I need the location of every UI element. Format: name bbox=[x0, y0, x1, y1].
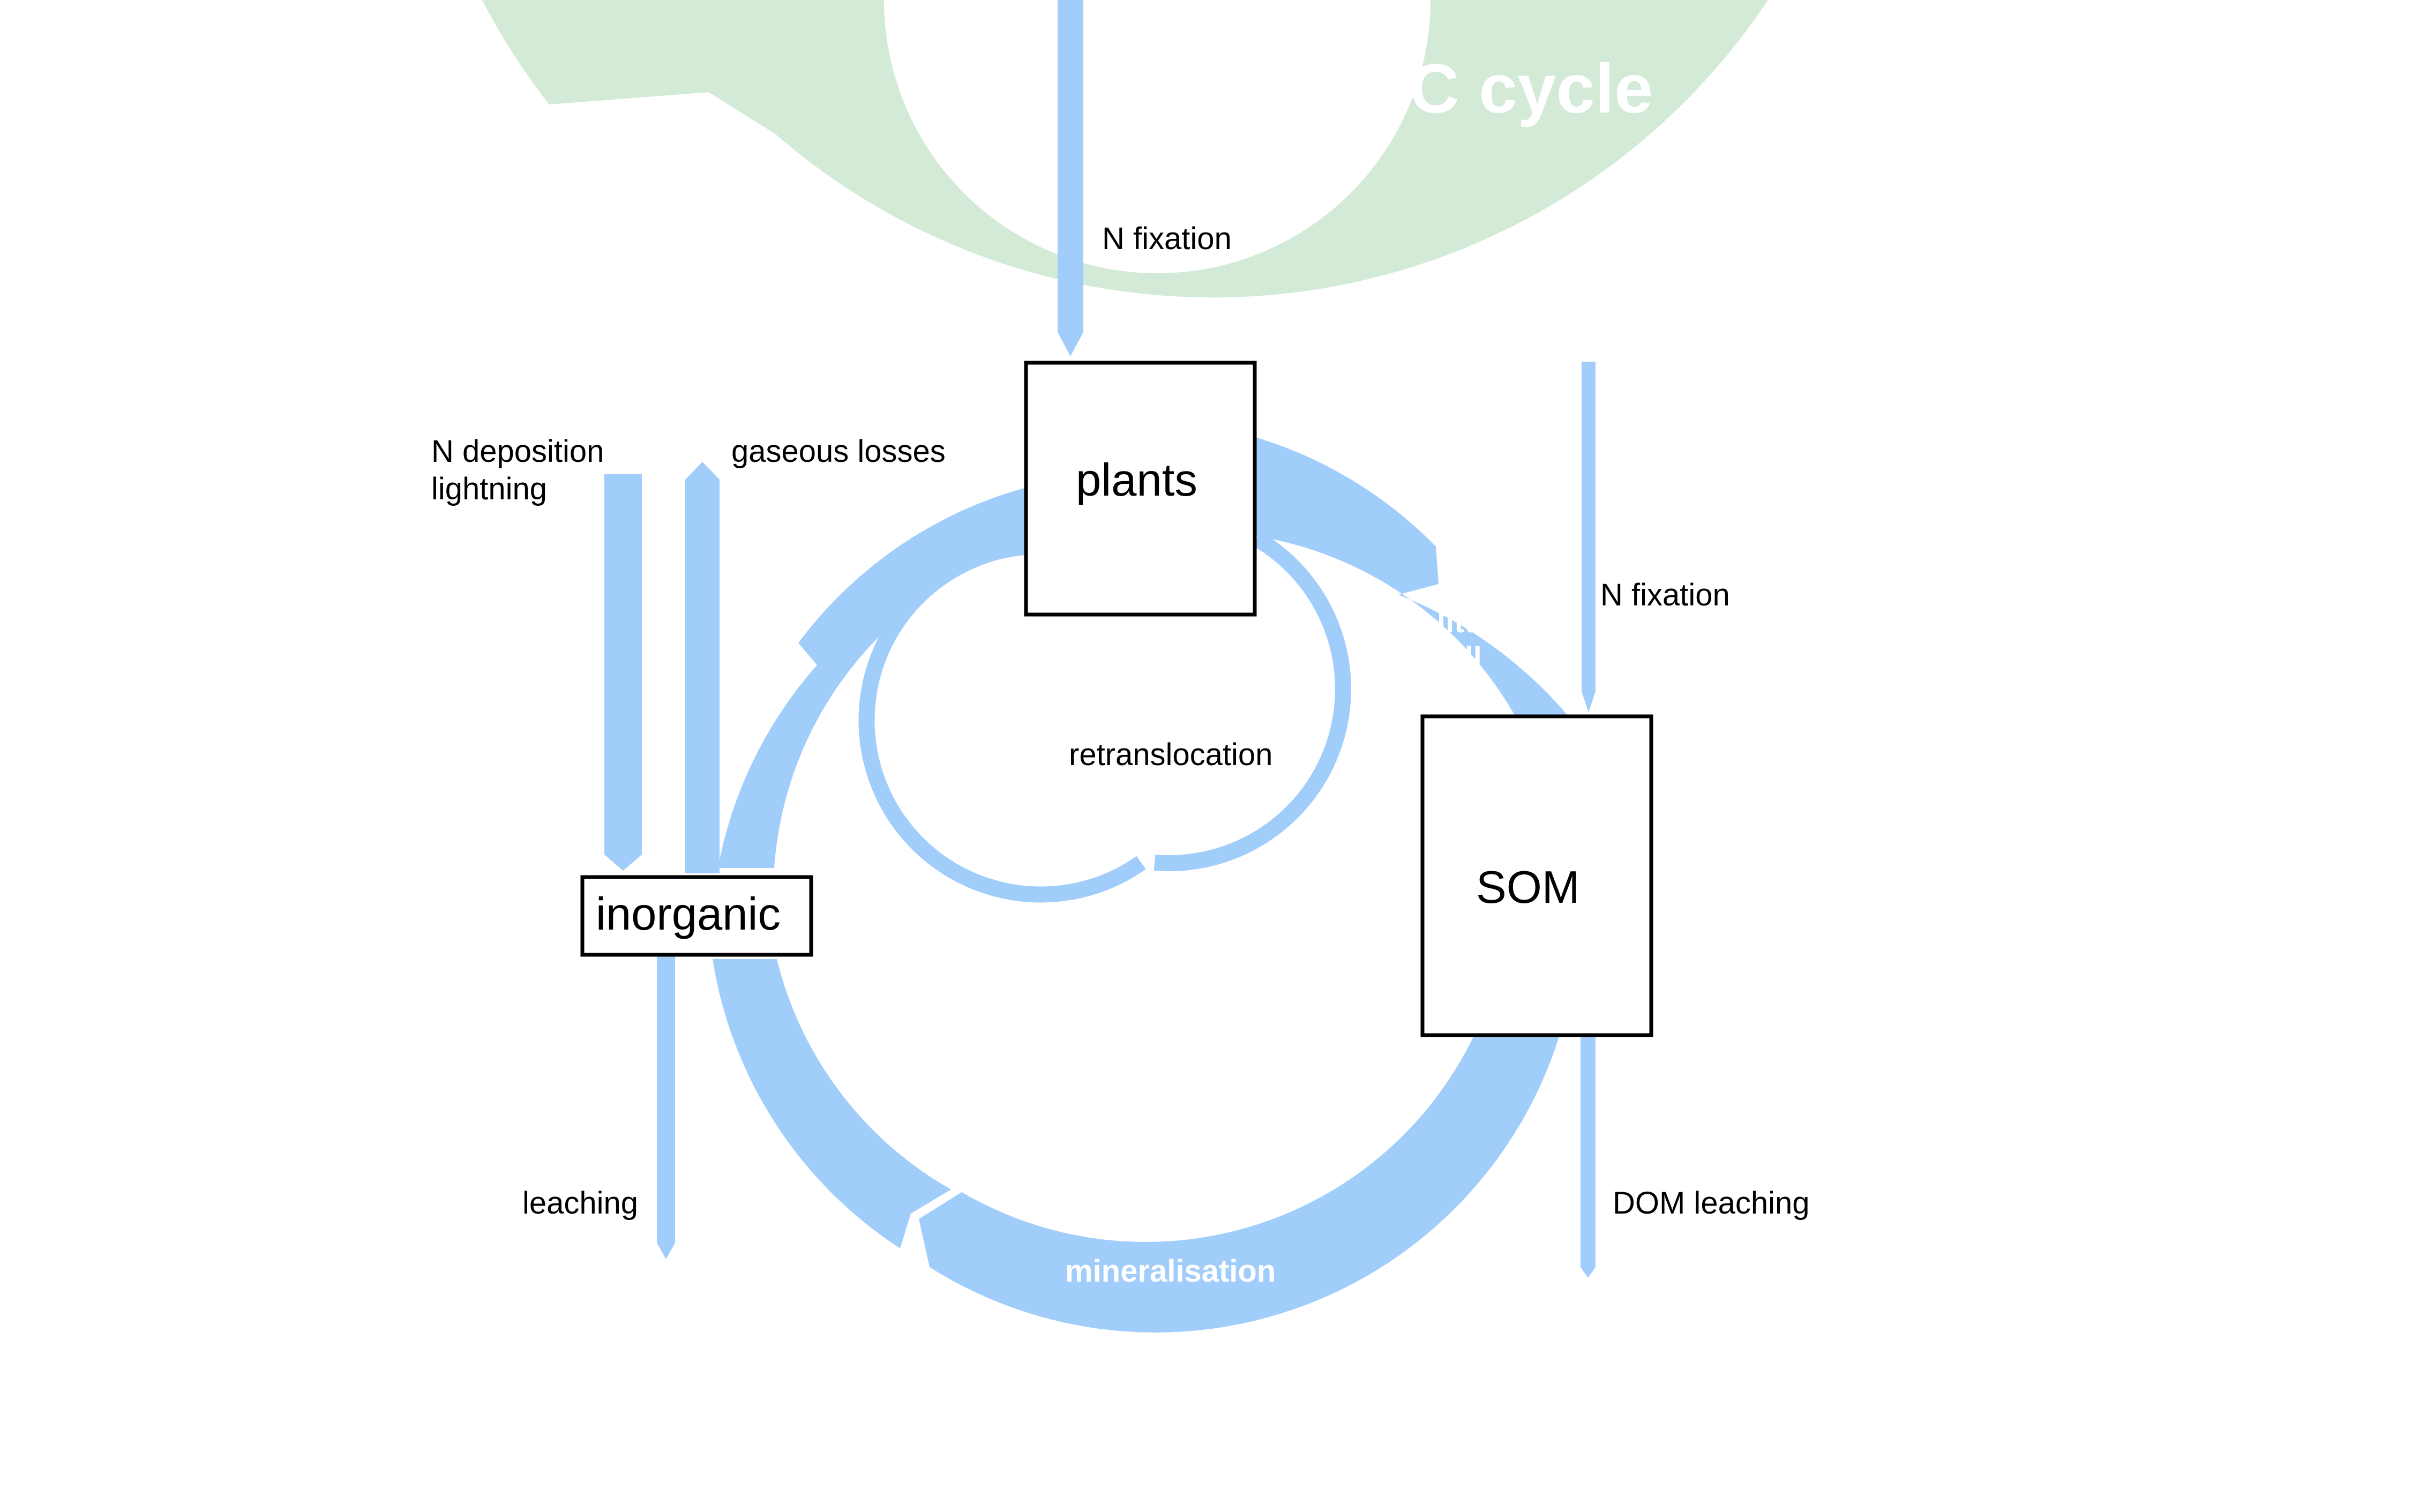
pool-inorganic: inorganic bbox=[580, 875, 813, 957]
plants-box bbox=[1024, 361, 1257, 617]
retranslocation-loop bbox=[858, 532, 1351, 903]
litterfall-label-line1: litter- bbox=[1437, 604, 1515, 639]
n-cycle-ring bbox=[713, 437, 1570, 1333]
gaseous-losses-arrow bbox=[685, 462, 720, 873]
vertical-fluxes bbox=[604, 0, 1596, 1278]
plants-label: plants bbox=[1076, 455, 1197, 506]
pool-som: SOM bbox=[1420, 714, 1653, 1037]
mineralisation-label: mineralisation bbox=[1065, 1254, 1276, 1289]
som-box bbox=[1420, 714, 1653, 1037]
litterfall-flow bbox=[1254, 437, 1570, 718]
n-deposition-arrow bbox=[604, 474, 642, 871]
inorganic-label: inorganic bbox=[596, 889, 781, 940]
dom-leaching-arrow bbox=[1581, 1031, 1596, 1278]
mineralisation-flow bbox=[919, 1037, 1559, 1333]
som-label: SOM bbox=[1476, 862, 1580, 913]
c-cycle-ring-segment-left bbox=[482, 0, 772, 104]
n-fixation-som-label: N fixation bbox=[1600, 578, 1730, 612]
n-fixation-som-arrow bbox=[1582, 362, 1596, 713]
gaseous-losses-label: gaseous losses bbox=[731, 434, 946, 469]
c-cycle-title: C cycle bbox=[1409, 49, 1653, 128]
flux-labels: N fixation N fixation N deposition light… bbox=[431, 221, 1809, 1289]
leaching-arrow bbox=[657, 954, 675, 1259]
pool-plants: plants bbox=[1024, 361, 1257, 617]
c-cycle-ring-segment-right bbox=[587, 0, 1768, 298]
leaching-label: leaching bbox=[522, 1186, 638, 1221]
lightning-label: lightning bbox=[431, 471, 547, 506]
uptake-flow bbox=[718, 488, 1026, 868]
mineralisation-flow-tail bbox=[713, 959, 951, 1248]
n-fixation-plants-label: N fixation bbox=[1102, 221, 1232, 256]
n-deposition-label: N deposition bbox=[431, 434, 604, 469]
n-fixation-plants-arrow bbox=[1058, 0, 1083, 356]
inorganic-box bbox=[580, 875, 813, 957]
carbon-cycle-ring: C cycle bbox=[482, 0, 1768, 298]
retranslocation-flow bbox=[858, 538, 1146, 903]
retranslocation-flow-end bbox=[1154, 532, 1351, 872]
litterfall-label-line2: fall bbox=[1437, 641, 1482, 676]
retranslocation-label: retranslocation bbox=[1069, 737, 1272, 772]
dom-leaching-label: DOM leaching bbox=[1613, 1186, 1809, 1221]
